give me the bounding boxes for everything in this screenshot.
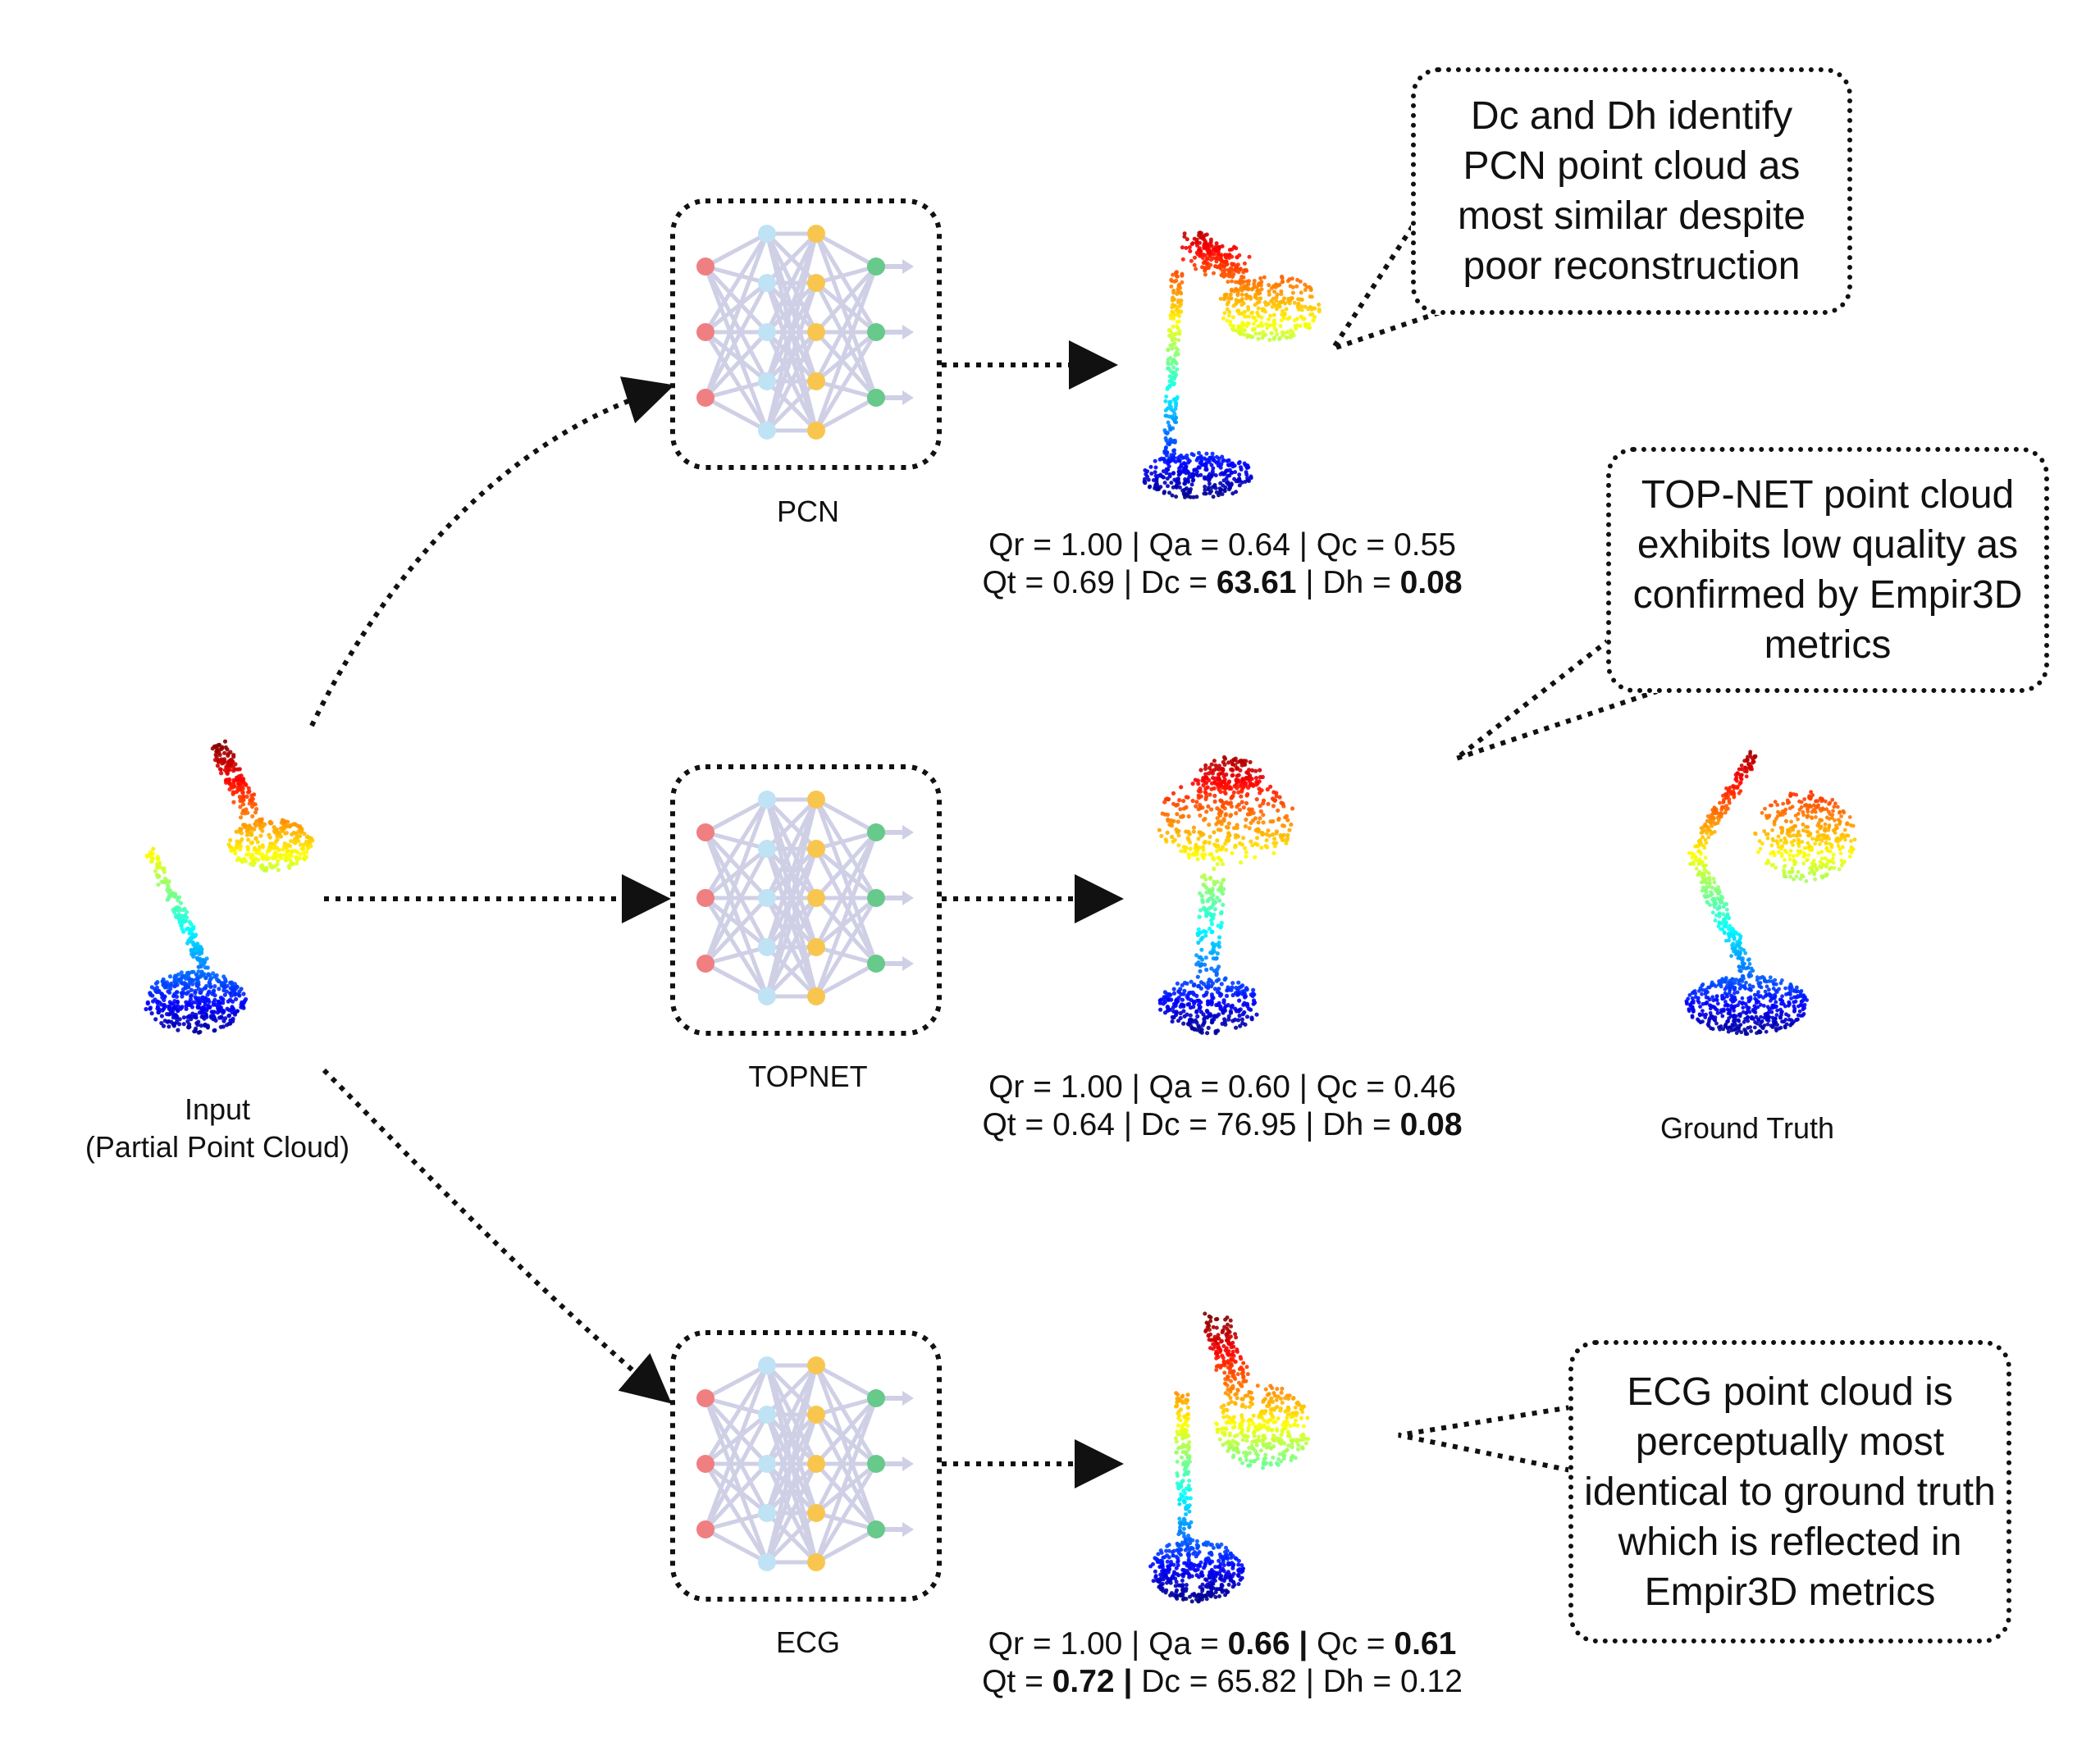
hidden-node bbox=[807, 1553, 825, 1571]
input-label: Input (Partial Point Cloud) bbox=[49, 1091, 386, 1166]
hidden-node bbox=[807, 1406, 825, 1424]
callout-ecg: ECG point cloud is perceptually most ide… bbox=[1568, 1340, 2011, 1643]
callout-tail-topnet bbox=[1454, 637, 1658, 761]
metrics-ecg: Qr = 1.00 | Qa = 0.66 | Qc = 0.61 Qt = 0… bbox=[927, 1625, 1518, 1701]
output-node bbox=[867, 1455, 885, 1473]
input-label-line2: (Partial Point Cloud) bbox=[84, 1130, 350, 1164]
model-label-ecg: ECG bbox=[775, 1625, 840, 1659]
hidden-node bbox=[807, 987, 825, 1005]
hidden-node bbox=[758, 1455, 776, 1473]
hidden-node bbox=[758, 1356, 776, 1374]
hidden-node bbox=[758, 274, 776, 292]
hidden-node bbox=[807, 274, 825, 292]
output-node bbox=[867, 1520, 885, 1538]
metrics-topnet-line2: Qt = 0.64 | Dc = 76.95 | Dh = 0.08 bbox=[982, 1107, 1463, 1142]
ground-truth-label: Ground Truth bbox=[1659, 1111, 1835, 1145]
hidden-node bbox=[807, 1504, 825, 1522]
network-box-topnet bbox=[670, 764, 942, 1036]
hidden-node bbox=[758, 987, 776, 1005]
input-node bbox=[696, 1389, 714, 1407]
input-node bbox=[696, 889, 714, 907]
hidden-node bbox=[807, 938, 825, 956]
callout-topnet: TOP-NET point cloud exhibits low quality… bbox=[1606, 447, 2049, 693]
hidden-node bbox=[758, 840, 776, 858]
metrics-ecg-line2: Qt = 0.72 | Dc = 65.82 | Dh = 0.12 bbox=[982, 1664, 1463, 1699]
callout-pcn: Dc and Dh identify PCN point cloud as mo… bbox=[1411, 67, 1852, 315]
point-cloud-topnet bbox=[1157, 754, 1295, 1036]
hidden-node bbox=[758, 323, 776, 341]
callout-tail-pcn bbox=[1326, 225, 1453, 353]
model-label-pcn: PCN bbox=[776, 495, 839, 528]
hidden-node bbox=[758, 889, 776, 907]
hidden-node bbox=[807, 840, 825, 858]
hidden-node bbox=[807, 1356, 825, 1374]
callout-topnet-text: TOP-NET point cloud exhibits low quality… bbox=[1632, 473, 2023, 667]
hidden-node bbox=[758, 791, 776, 809]
output-node bbox=[867, 258, 885, 276]
hidden-node bbox=[758, 372, 776, 390]
output-node bbox=[867, 889, 885, 907]
output-node bbox=[867, 323, 885, 341]
hidden-node bbox=[807, 791, 825, 809]
point-cloud-pcn bbox=[1142, 230, 1322, 499]
input-node bbox=[696, 389, 714, 407]
output-node bbox=[867, 955, 885, 973]
callout-tail-ecg bbox=[1398, 1405, 1572, 1473]
neural-network-icon bbox=[696, 1356, 914, 1571]
point-cloud-input bbox=[144, 739, 315, 1035]
network-box-ecg bbox=[670, 1330, 942, 1602]
network-box-pcn bbox=[670, 198, 942, 470]
hidden-node bbox=[807, 1455, 825, 1473]
neural-network-icon bbox=[696, 225, 914, 440]
hidden-node bbox=[758, 225, 776, 243]
neural-network-icon bbox=[696, 791, 914, 1005]
metrics-ecg-line1: Qr = 1.00 | Qa = 0.66 | Qc = 0.61 bbox=[988, 1626, 1457, 1661]
metrics-topnet: Qr = 1.00 | Qa = 0.60 | Qc = 0.46 Qt = 0… bbox=[927, 1069, 1518, 1144]
point-cloud-ground-truth bbox=[1684, 750, 1857, 1037]
input-node bbox=[696, 955, 714, 973]
output-node bbox=[867, 1389, 885, 1407]
hidden-node bbox=[758, 1553, 776, 1571]
arrow-input-to-pcn bbox=[309, 376, 675, 727]
hidden-node bbox=[807, 372, 825, 390]
input-node bbox=[696, 1455, 714, 1473]
hidden-node bbox=[758, 1504, 776, 1522]
input-node bbox=[696, 258, 714, 276]
output-node bbox=[867, 823, 885, 841]
metrics-pcn-line1: Qr = 1.00 | Qa = 0.64 | Qc = 0.55 bbox=[988, 527, 1456, 563]
point-cloud-ecg bbox=[1148, 1311, 1311, 1604]
input-node bbox=[696, 323, 714, 341]
callout-pcn-text: Dc and Dh identify PCN point cloud as mo… bbox=[1457, 94, 1806, 288]
metrics-pcn-line2: Qt = 0.69 | Dc = 63.61 | Dh = 0.08 bbox=[982, 565, 1463, 600]
callout-ecg-text: ECG point cloud is perceptually most ide… bbox=[1584, 1370, 1996, 1614]
hidden-node bbox=[758, 422, 776, 440]
model-label-topnet: TOPNET bbox=[748, 1060, 868, 1093]
input-label-line1: Input bbox=[184, 1092, 251, 1126]
input-node bbox=[696, 823, 714, 841]
hidden-node bbox=[807, 889, 825, 907]
metrics-topnet-line1: Qr = 1.00 | Qa = 0.60 | Qc = 0.46 bbox=[988, 1069, 1456, 1105]
input-node bbox=[696, 1520, 714, 1538]
hidden-node bbox=[758, 938, 776, 956]
hidden-node bbox=[807, 323, 825, 341]
hidden-node bbox=[758, 1406, 776, 1424]
hidden-node bbox=[807, 225, 825, 243]
hidden-node bbox=[807, 422, 825, 440]
arrow-input-to-ecg bbox=[322, 1068, 672, 1404]
output-node bbox=[867, 389, 885, 407]
metrics-pcn: Qr = 1.00 | Qa = 0.64 | Qc = 0.55 Qt = 0… bbox=[927, 526, 1518, 602]
